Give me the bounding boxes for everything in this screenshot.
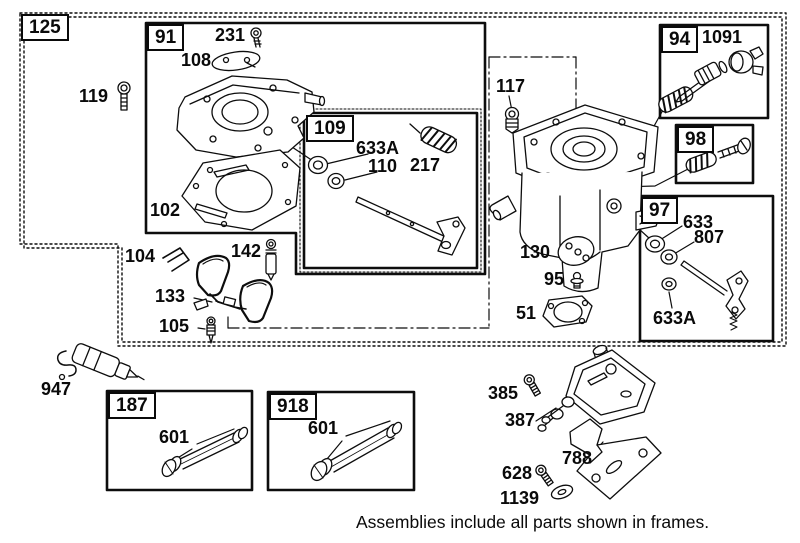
- frame-109-outline: [299, 108, 482, 273]
- part-633-bushing-drawing: [644, 235, 666, 253]
- label-105: 105: [159, 316, 190, 336]
- label-110: 110: [368, 156, 398, 176]
- part-throttle-shaft-109-drawing: [355, 196, 466, 256]
- label-601-187: 601: [159, 427, 190, 447]
- carburetor-body-drawing: [489, 104, 661, 293]
- frame-125-number: 125: [21, 14, 69, 41]
- part-231-screw-drawing: [250, 27, 262, 48]
- frame-918-outline: [266, 390, 416, 492]
- label-788: 788: [562, 448, 593, 468]
- label-104: 104: [125, 246, 156, 266]
- frame-109-number: 109: [306, 115, 354, 142]
- part-104-clip-drawing: [162, 247, 190, 272]
- frame-187-number: 187: [108, 392, 156, 419]
- part-95-screw-drawing: [570, 271, 584, 289]
- part-142-inlet-seat-drawing: [265, 238, 277, 281]
- frame-187-outline: [105, 389, 254, 492]
- label-102: 102: [150, 200, 181, 220]
- frame-98-outline: [674, 123, 755, 185]
- label-95: 95: [544, 269, 565, 289]
- frame-94-number: 94: [661, 26, 699, 53]
- part-119-screw-drawing: [117, 81, 131, 111]
- label-807: 807: [694, 227, 725, 247]
- part-601-fuel-pipe-187-drawing: [161, 426, 249, 478]
- label-217: 217: [410, 155, 441, 175]
- part-633a-bushing-109-drawing: [307, 155, 329, 175]
- part-385-screw-drawing: [523, 374, 542, 397]
- part-105-needle-valve-drawing: [206, 316, 216, 344]
- part-947-solenoid-drawing: [56, 343, 145, 381]
- part-788-bracket-drawing: [569, 418, 662, 500]
- footer-caption: Assemblies include all parts shown in fr…: [356, 512, 710, 532]
- part-1091-needle-valve-drawing: [658, 46, 764, 114]
- label-133: 133: [155, 286, 186, 306]
- part-117-plug-drawing: [504, 106, 520, 134]
- label-633: 633: [683, 212, 714, 232]
- frame-918-number: 918: [269, 393, 317, 420]
- part-110-washer-drawing: [327, 172, 345, 190]
- frame-91-number: 91: [147, 24, 185, 51]
- label-1139: 1139: [500, 488, 540, 508]
- frame-91-outline: [144, 21, 487, 276]
- label-51: 51: [516, 303, 537, 323]
- part-51-gasket-drawing: [542, 295, 593, 328]
- frame-125-outline: [19, 12, 787, 347]
- label-385: 385: [488, 383, 519, 403]
- frame-98-number: 98: [677, 126, 715, 153]
- label-633a-97: 633A: [653, 308, 697, 328]
- part-throttle-shaft-97-drawing: [680, 260, 749, 331]
- part-108-gasket-drawing: [211, 50, 261, 72]
- part-98-idle-screw-drawing: [685, 137, 751, 174]
- part-1139-washer-drawing: [550, 484, 574, 500]
- label-142: 142: [231, 241, 262, 261]
- label-117: 117: [496, 76, 526, 96]
- part-102-gasket-plate-drawing: [181, 149, 301, 231]
- label-633a-109: 633A: [356, 138, 400, 158]
- frame-97-outline: [638, 194, 775, 343]
- frame-94-outline: [658, 23, 770, 120]
- part-133-float-assembly-drawing: [193, 254, 274, 324]
- label-387: 387: [505, 410, 536, 430]
- part-601-fuel-pipe-918-drawing: [310, 421, 403, 482]
- part-130-diaphragm-drawing: [557, 236, 595, 266]
- part-633a-seal-97-drawing: [661, 277, 677, 291]
- fuel-pump-assembly-drawing: [537, 344, 656, 432]
- frame-97-number: 97: [641, 197, 679, 224]
- label-628: 628: [502, 463, 533, 483]
- label-130: 130: [520, 242, 551, 262]
- label-108: 108: [181, 50, 212, 70]
- label-947: 947: [41, 379, 72, 399]
- label-601-918: 601: [308, 418, 339, 438]
- part-carb-upper-body-drawing: [176, 75, 326, 158]
- label-1091: 1091: [702, 27, 743, 47]
- part-628-screw-drawing: [535, 464, 554, 487]
- label-231: 231: [215, 25, 246, 45]
- part-807-seal-drawing: [660, 249, 678, 265]
- label-119: 119: [79, 86, 109, 106]
- part-217-spring-drawing: [409, 123, 458, 154]
